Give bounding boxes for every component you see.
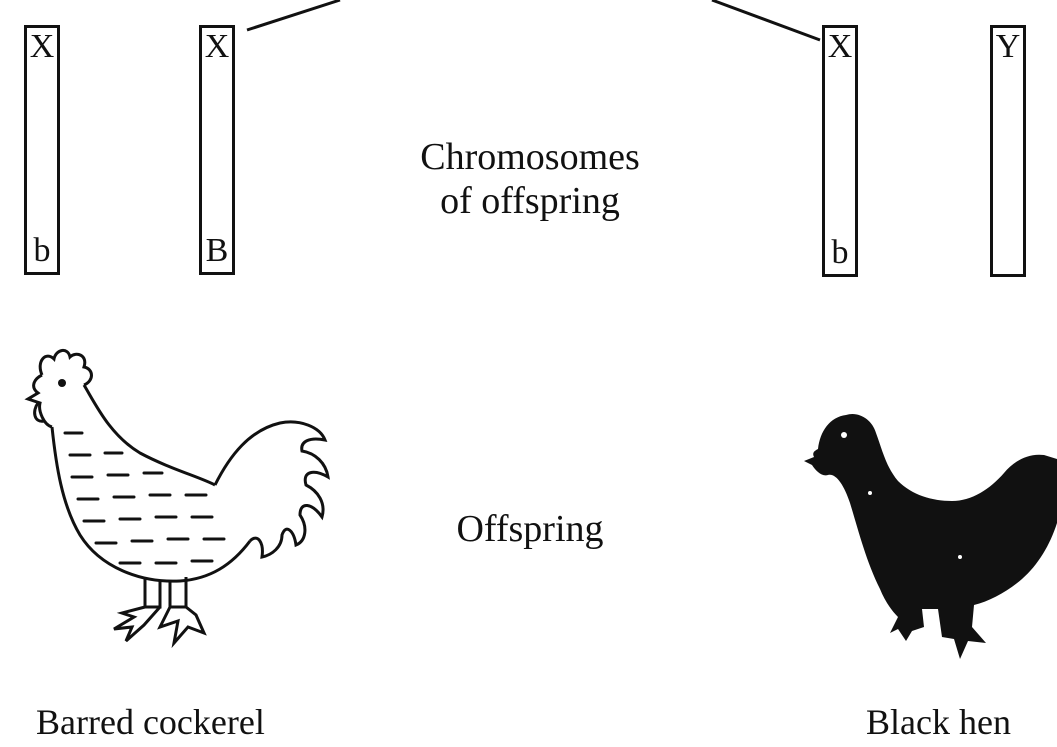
chromosome-allele-label: B [202, 234, 232, 268]
black-hen-caption: Black hen [866, 702, 1011, 742]
offspring-label: Offspring [430, 507, 630, 551]
chromosome-y: Y [990, 25, 1026, 277]
chromosome-x-b-left: X b [24, 25, 60, 275]
chromosome-allele-label: b [825, 236, 855, 270]
barred-cockerel-caption: Barred cockerel [36, 702, 265, 742]
chromosome-x-b-right: X b [822, 25, 858, 277]
chromosomes-of-offspring-label: Chromosomes of offspring [400, 135, 660, 223]
barred-cockerel-illustration [10, 345, 340, 675]
chromosomes-label-line2: of offspring [400, 179, 660, 223]
chromosome-x-B: X B [199, 25, 235, 275]
chromosome-top-label: Y [993, 30, 1023, 64]
chromosome-allele-label: b [27, 234, 57, 268]
black-hen-illustration [800, 405, 1057, 665]
chromosomes-label-line1: Chromosomes [400, 135, 660, 179]
chromosome-top-label: X [27, 30, 57, 64]
connector-line-left [247, 0, 340, 30]
chromosome-top-label: X [202, 30, 232, 64]
connector-line-right [712, 0, 820, 40]
chromosome-top-label: X [825, 30, 855, 64]
